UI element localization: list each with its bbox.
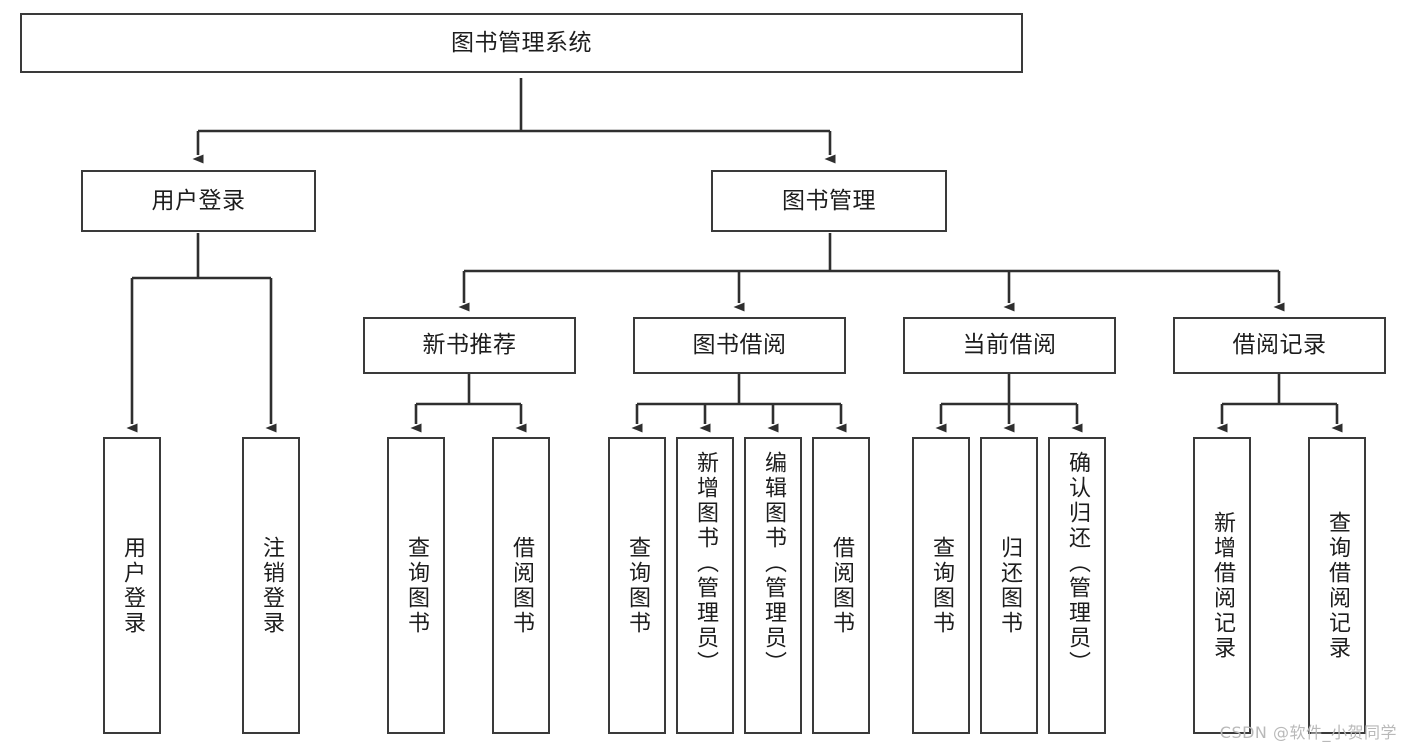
node-current-borrow[interactable]: 当前借阅: [903, 317, 1116, 374]
node-leaf-confirm-return-label: 确认归还（管理员）: [1065, 451, 1090, 676]
node-new-book-rec-label: 新书推荐: [422, 332, 517, 359]
node-user-login-label: 用户登录: [151, 187, 246, 214]
node-leaf-query-book-1-label: 查询图书: [404, 535, 429, 636]
node-leaf-logout[interactable]: 注销登录: [242, 437, 300, 734]
node-borrow-record[interactable]: 借阅记录: [1173, 317, 1386, 374]
node-leaf-return-book[interactable]: 归还图书: [980, 437, 1038, 734]
node-leaf-borrow-book-1[interactable]: 借阅图书: [492, 437, 550, 734]
node-leaf-user-login[interactable]: 用户登录: [103, 437, 161, 734]
node-book-borrow[interactable]: 图书借阅: [633, 317, 846, 374]
node-leaf-borrow-book-1-label: 借阅图书: [509, 535, 534, 636]
node-leaf-add-record[interactable]: 新增借阅记录: [1193, 437, 1251, 734]
node-root-label: 图书管理系统: [451, 29, 592, 56]
node-leaf-query-book-3[interactable]: 查询图书: [912, 437, 970, 734]
node-leaf-query-book-2[interactable]: 查询图书: [608, 437, 666, 734]
node-leaf-add-record-label: 新增借阅记录: [1210, 510, 1235, 661]
node-leaf-edit-book[interactable]: 编辑图书（管理员）: [744, 437, 802, 734]
node-leaf-user-login-label: 用户登录: [120, 535, 145, 636]
node-leaf-borrow-book-2[interactable]: 借阅图书: [812, 437, 870, 734]
node-current-borrow-label: 当前借阅: [962, 332, 1057, 359]
node-leaf-borrow-book-2-label: 借阅图书: [829, 535, 854, 636]
node-leaf-confirm-return[interactable]: 确认归还（管理员）: [1048, 437, 1106, 734]
csdn-watermark: CSDN @软件_小贺同学: [1219, 723, 1397, 742]
node-user-login[interactable]: 用户登录: [81, 170, 316, 232]
node-root[interactable]: 图书管理系统: [20, 13, 1023, 73]
node-leaf-edit-book-label: 编辑图书（管理员）: [761, 451, 786, 676]
node-leaf-logout-label: 注销登录: [259, 535, 284, 636]
node-leaf-add-book[interactable]: 新增图书（管理员）: [676, 437, 734, 734]
node-borrow-record-label: 借阅记录: [1232, 332, 1327, 359]
node-book-manage[interactable]: 图书管理: [711, 170, 947, 232]
node-new-book-rec[interactable]: 新书推荐: [363, 317, 576, 374]
node-book-manage-label: 图书管理: [782, 187, 876, 214]
node-leaf-query-record-label: 查询借阅记录: [1325, 510, 1350, 661]
node-leaf-query-book-3-label: 查询图书: [929, 535, 954, 636]
node-leaf-query-record[interactable]: 查询借阅记录: [1308, 437, 1366, 734]
node-leaf-add-book-label: 新增图书（管理员）: [693, 451, 718, 676]
node-book-borrow-label: 图书借阅: [692, 332, 787, 359]
node-leaf-query-book-1[interactable]: 查询图书: [387, 437, 445, 734]
node-leaf-query-book-2-label: 查询图书: [625, 535, 650, 636]
node-leaf-return-book-label: 归还图书: [997, 535, 1022, 636]
